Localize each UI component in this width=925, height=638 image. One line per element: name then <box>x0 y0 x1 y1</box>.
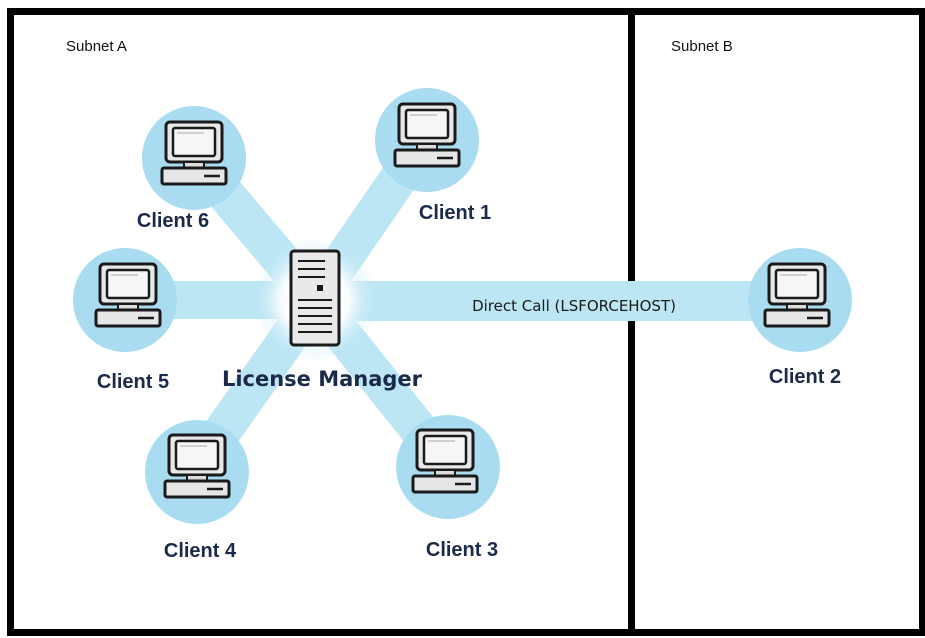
client-1-label: Client 1 <box>419 202 491 224</box>
desktop-computer-icon <box>393 102 461 168</box>
client-5-node: Client 5 <box>73 248 177 393</box>
desktop-computer-icon <box>160 120 228 186</box>
desktop-computer-icon <box>763 262 831 328</box>
client-4-node: Client 4 <box>145 420 249 562</box>
direct-call-label: Direct Call (LSFORCEHOST) <box>472 297 676 315</box>
client-6-node: Client 6 <box>137 106 246 232</box>
client-2-label: Client 2 <box>769 366 841 388</box>
client-2-node: Client 2 <box>748 248 852 388</box>
license-manager-label: License Manager <box>222 367 423 391</box>
client-6-label: Client 6 <box>137 210 209 232</box>
client-3-label: Client 3 <box>426 539 498 561</box>
client-3-node: Client 3 <box>396 415 500 561</box>
diagram-frame <box>7 8 925 636</box>
server-tower-icon <box>289 249 341 347</box>
desktop-computer-icon <box>411 428 479 494</box>
subnet-b-label: Subnet B <box>671 38 733 55</box>
desktop-computer-icon <box>94 262 162 328</box>
link-client-2 <box>315 281 805 321</box>
client-1-node: Client 1 <box>375 88 491 224</box>
license-manager-node: License Manager <box>222 238 423 391</box>
desktop-computer-icon <box>163 433 231 499</box>
client-5-label: Client 5 <box>97 371 169 393</box>
subnet-a-label: Subnet A <box>66 38 127 55</box>
subnet-divider <box>628 8 635 636</box>
client-4-label: Client 4 <box>164 540 237 562</box>
